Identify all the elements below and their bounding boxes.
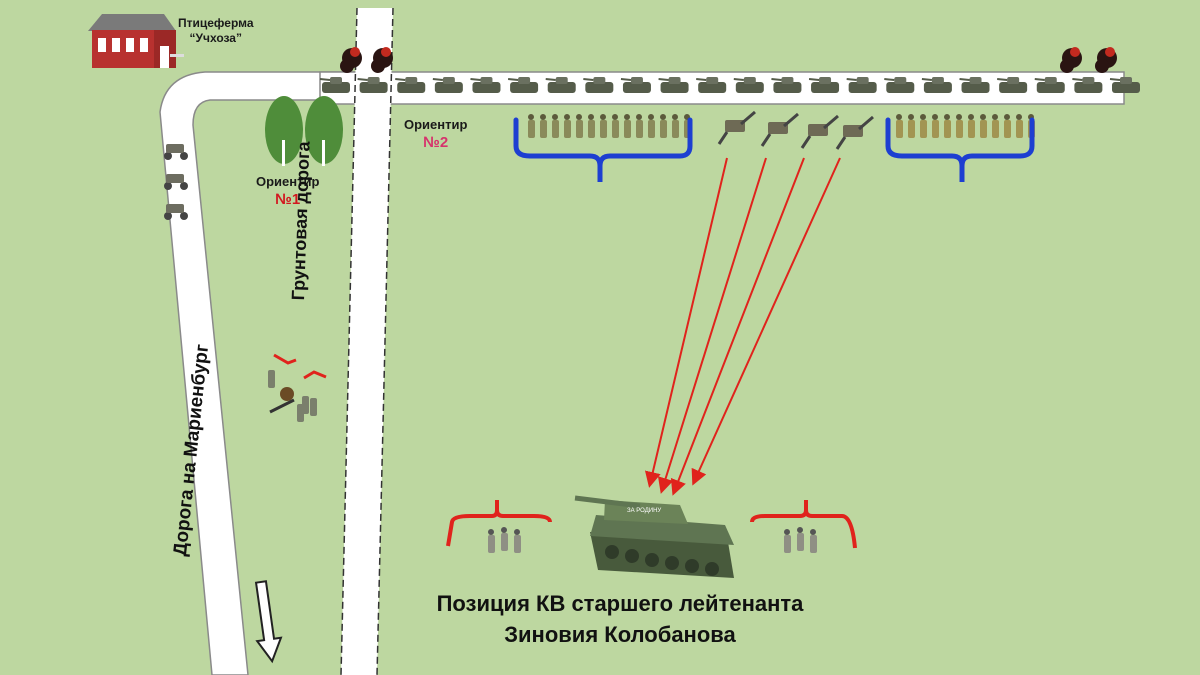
enemy-tank: [884, 77, 915, 93]
anti-tank-gun-icon: [717, 110, 756, 145]
birch-trees-icon: [265, 96, 343, 166]
motorcycle-icon: [164, 174, 188, 190]
landmark1-label: Ориентир №1: [256, 173, 319, 209]
fire-lines: [644, 157, 841, 496]
farm-label: Птицеферма “Учхоза”: [178, 16, 254, 46]
machine-gun-crew-icon: [268, 353, 327, 422]
smoke-icon: [1060, 47, 1082, 73]
enemy-tank: [319, 77, 350, 93]
landmark2-label: Ориентир №2: [404, 116, 467, 152]
soldier-icon: [896, 114, 903, 138]
enemy-tank: [432, 77, 463, 93]
soviet-soldier-icon: [784, 529, 791, 553]
anti-tank-gun-icon: [835, 115, 874, 150]
german-tank-column: [319, 77, 1140, 93]
enemy-tank: [997, 77, 1028, 93]
soldier-icon: [956, 114, 963, 138]
soldier-icon: [564, 114, 571, 138]
soviet-infantry: [488, 527, 817, 553]
enemy-tank: [470, 77, 501, 93]
enemy-tank: [846, 77, 877, 93]
farm-label-line2: “Учхоза”: [189, 31, 242, 45]
enemy-tank: [959, 77, 990, 93]
farm-label-line1: Птицеферма: [178, 16, 254, 30]
enemy-tank: [507, 77, 539, 93]
landmark1-text: Ориентир: [256, 174, 320, 189]
soldier-icon: [540, 114, 547, 138]
anti-tank-guns: [717, 110, 874, 150]
bracket-soviet-left: [446, 500, 552, 547]
fire-line: [670, 157, 805, 496]
enemy-tank: [921, 77, 952, 93]
enemy-tank: [357, 77, 388, 93]
soldier-icon: [552, 114, 559, 138]
kv-tank-icon: [574, 495, 734, 578]
motorcycle-icon: [164, 204, 188, 220]
soldier-icon: [576, 114, 583, 138]
infantry-group-right: [896, 114, 1035, 138]
poultry-farm-barn-icon: [88, 14, 184, 68]
soldier-icon: [528, 114, 535, 138]
soldier-icon: [908, 114, 915, 138]
caption-line1: Позиция КВ старшего лейтенанта: [436, 591, 804, 616]
smoke-icon: [340, 47, 362, 73]
landmark2-number: №2: [423, 134, 449, 151]
bracket-soviet-right: [750, 500, 857, 549]
enemy-tank: [395, 77, 426, 93]
fire-line: [644, 157, 728, 488]
soldier-icon: [588, 114, 595, 138]
soviet-soldier-icon: [797, 527, 804, 551]
motorcycle-icon: [164, 144, 188, 160]
enemy-tank: [583, 77, 614, 93]
bracket-infantry-left: [513, 117, 693, 182]
soldier-icon: [980, 114, 987, 138]
bracket-infantry-right: [885, 117, 1035, 182]
soldier-icon: [612, 114, 619, 138]
soviet-soldier-icon: [810, 529, 817, 553]
fire-line: [657, 157, 767, 494]
motorcycles: [164, 144, 188, 220]
enemy-tank: [658, 77, 689, 93]
enemy-tank: [1034, 77, 1065, 93]
soldier-icon: [624, 114, 631, 138]
enemy-tank: [771, 77, 802, 93]
anti-tank-gun-icon: [800, 114, 839, 149]
enemy-tank: [1072, 77, 1103, 93]
soviet-soldier-icon: [514, 529, 521, 553]
direction-arrow-icon: [254, 580, 283, 664]
infantry-group-left: [528, 114, 691, 138]
soldier-icon: [992, 114, 999, 138]
smoke-icon: [1095, 47, 1117, 73]
soldier-icon: [660, 114, 667, 138]
dirt-road: [340, 7, 394, 675]
landmark2-text: Ориентир: [404, 117, 468, 132]
enemy-tank: [620, 77, 651, 93]
soldier-icon: [1004, 114, 1011, 138]
enemy-tank: [545, 77, 576, 93]
tank-turret-text: ЗА РОДИНУ: [627, 508, 661, 514]
soldier-icon: [932, 114, 939, 138]
anti-tank-gun-icon: [760, 112, 799, 147]
soldier-icon: [968, 114, 975, 138]
soldier-icon: [672, 114, 679, 138]
landmark1-number: №1: [275, 191, 301, 208]
soldier-icon: [944, 114, 951, 138]
position-caption: Позиция КВ старшего лейтенанта Зиновия К…: [380, 588, 860, 650]
fire-line: [691, 157, 841, 486]
soldier-icon: [1016, 114, 1023, 138]
soldier-icon: [920, 114, 927, 138]
smoke-icon: [371, 47, 393, 73]
soldier-icon: [648, 114, 655, 138]
enemy-tank: [696, 77, 727, 93]
enemy-tank: [808, 77, 840, 93]
caption-line2: Зиновия Колобанова: [504, 622, 736, 647]
enemy-tank: [733, 77, 764, 93]
soviet-soldier-icon: [488, 529, 495, 553]
enemy-tank: [1109, 77, 1140, 93]
soviet-soldier-icon: [501, 527, 508, 551]
burning-tanks: [340, 47, 1117, 73]
soldier-icon: [636, 114, 643, 138]
soldier-icon: [600, 114, 607, 138]
